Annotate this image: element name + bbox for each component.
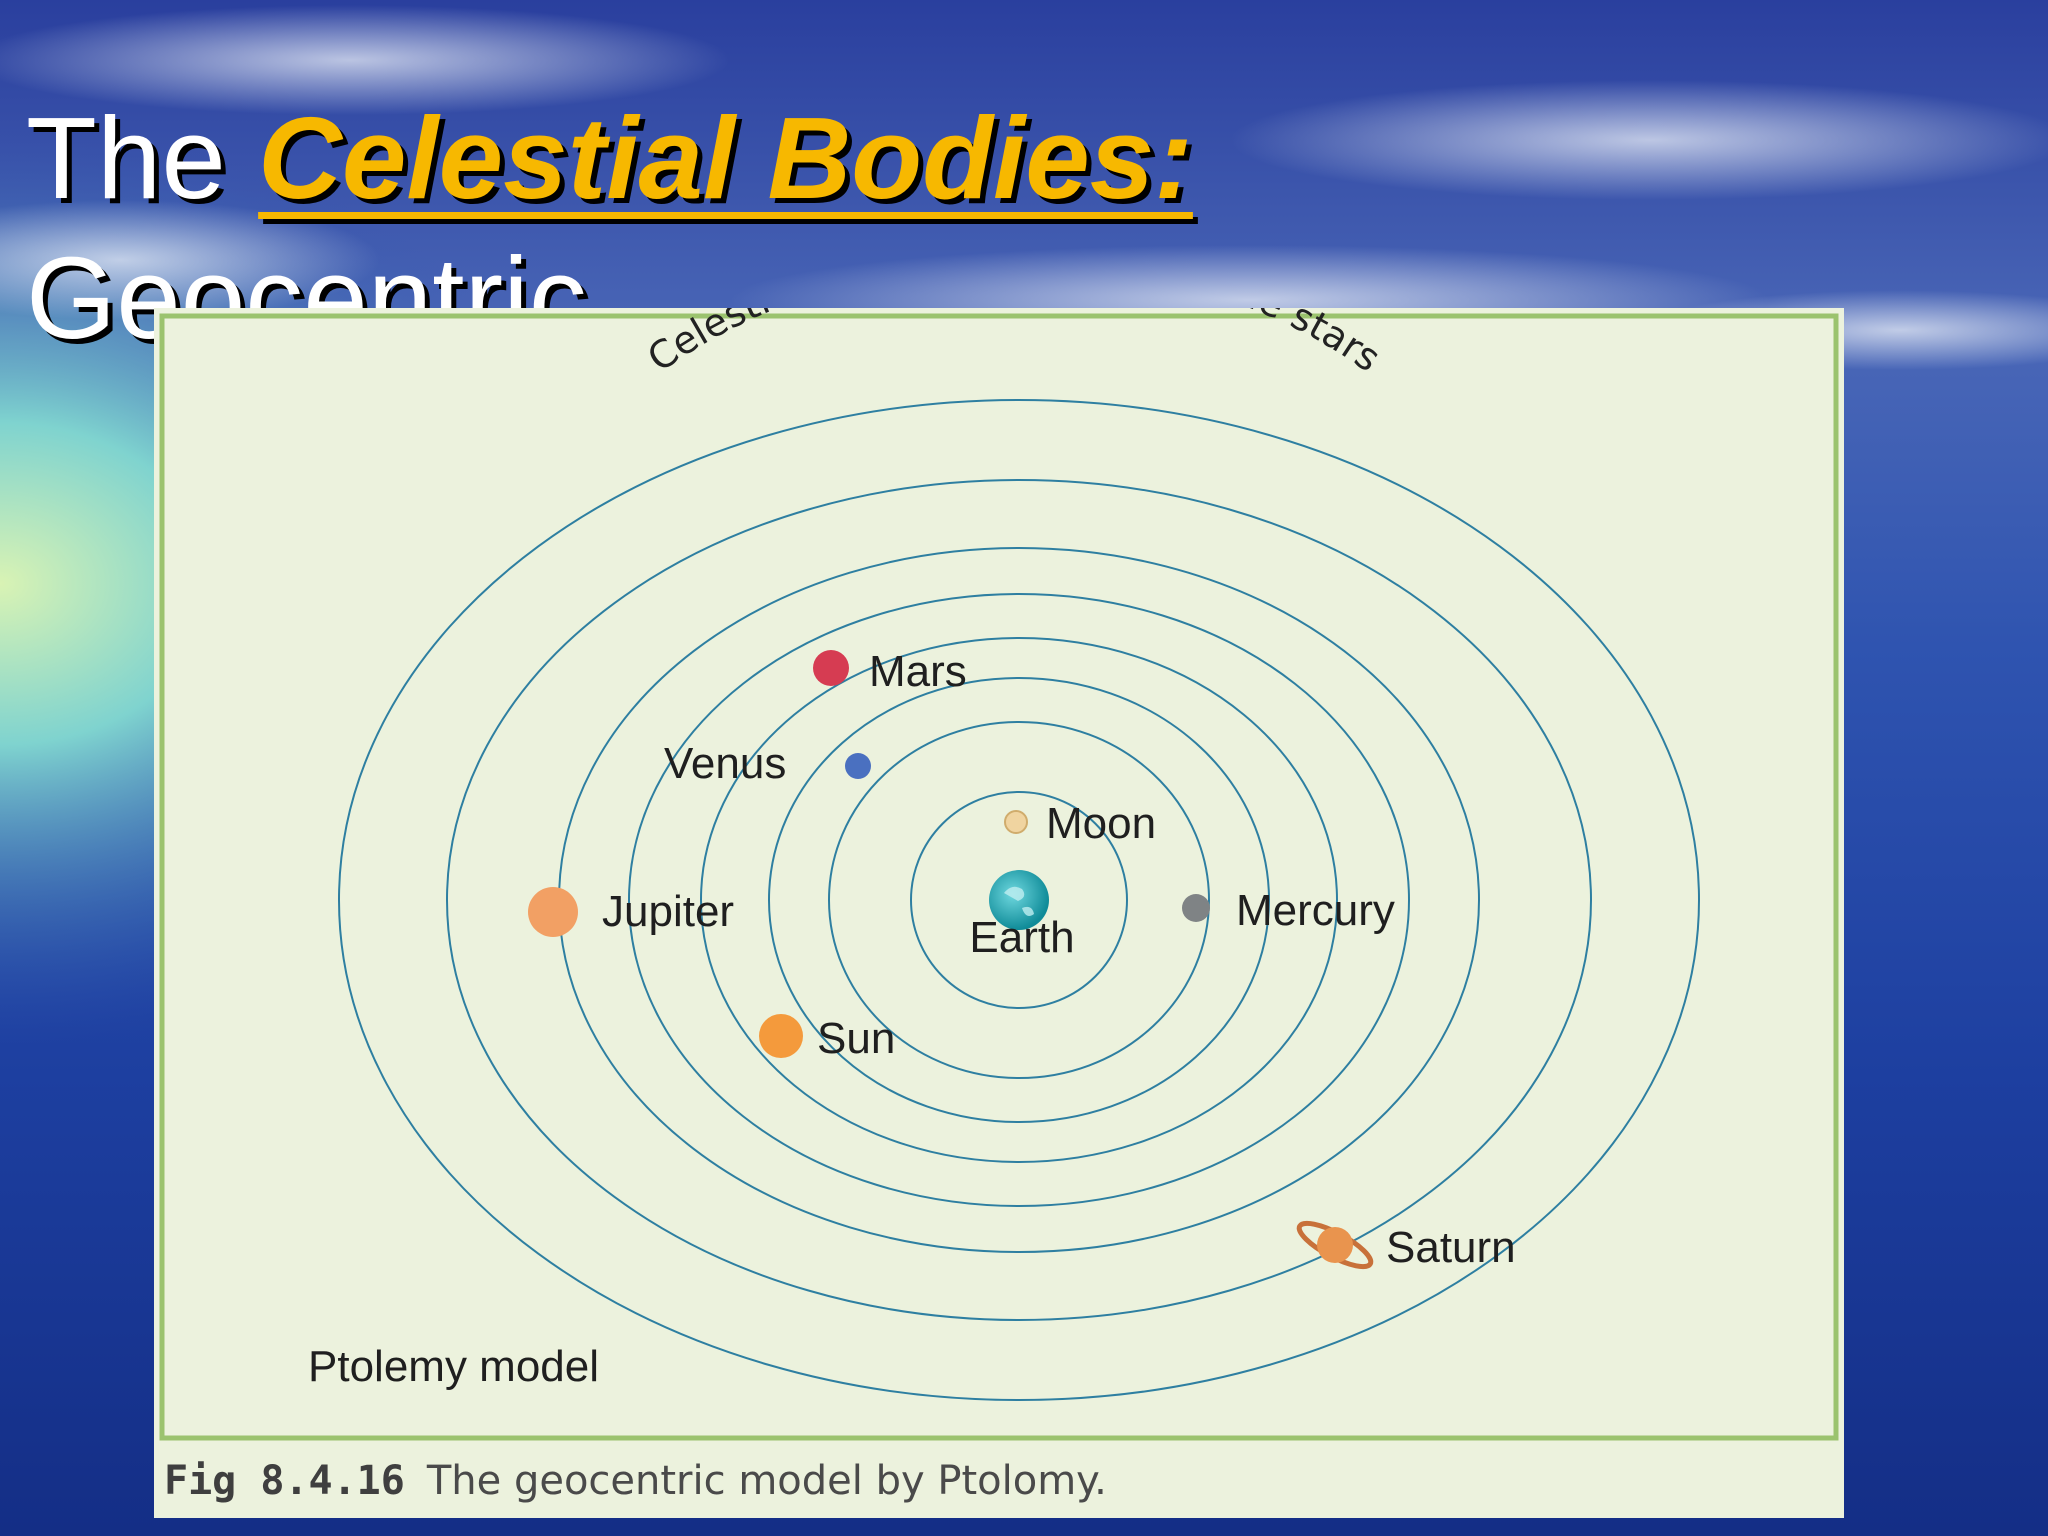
orbit-mercury <box>828 721 1210 1079</box>
venus-label: Venus <box>664 739 786 788</box>
ptolemy-figure: Celestial sphere containing all the star… <box>154 308 1844 1518</box>
mercury-icon <box>1182 894 1210 922</box>
orbit-celestial-sphere <box>338 399 1700 1401</box>
figure-frame <box>159 313 1839 1441</box>
saturn-icon <box>1296 1220 1374 1270</box>
earth-icon <box>989 870 1049 930</box>
caption-number: Fig 8.4.16 <box>164 1458 405 1504</box>
moon-icon <box>1004 810 1028 834</box>
figure-caption: Fig 8.4.16 The geocentric model by Ptolom… <box>164 1458 1107 1504</box>
mercury-label: Mercury <box>1236 886 1395 935</box>
geocentric-diagram: Celestial sphere containing all the star… <box>159 308 1839 1441</box>
saturn-label: Saturn <box>1386 1223 1516 1272</box>
mars-icon <box>813 650 849 686</box>
orbit-moon <box>910 791 1128 1009</box>
caption-text: The geocentric model by Ptolomy. <box>426 1458 1107 1504</box>
title-prefix: The <box>26 93 259 223</box>
earth-label: Earth <box>969 913 1074 962</box>
model-label: Ptolemy model <box>308 1342 599 1391</box>
sun-icon <box>759 1014 803 1058</box>
orbit-sun <box>700 637 1338 1163</box>
orbit-saturn <box>446 479 1592 1321</box>
jupiter-label: Jupiter <box>602 887 734 936</box>
orbit-mars <box>628 593 1410 1207</box>
title-emphasis: Celestial Bodies: <box>258 93 1193 223</box>
celestial-sphere-label: Celestial sphere containing all the star… <box>640 308 1389 380</box>
moon-label: Moon <box>1046 799 1156 848</box>
jupiter-icon <box>528 887 578 937</box>
venus-icon <box>845 753 871 779</box>
orbit-venus <box>768 677 1270 1123</box>
sun-label: Sun <box>817 1014 895 1063</box>
mars-label: Mars <box>869 647 967 696</box>
